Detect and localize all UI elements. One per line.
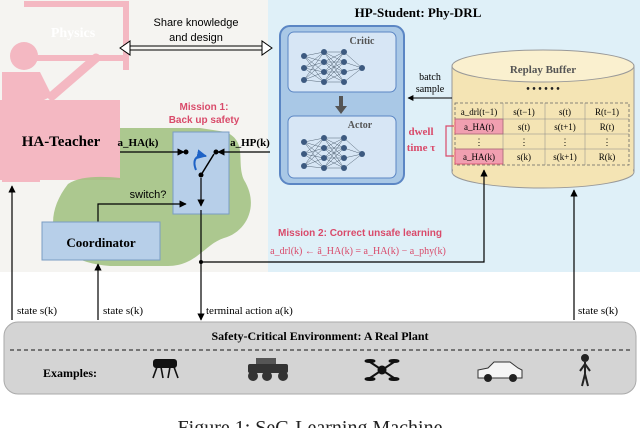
coordinator-box [41, 221, 161, 261]
dwell-label-line1: dwell [408, 126, 433, 138]
ground-vehicle-icon [248, 358, 288, 381]
buffer-cell: a_HA(k) [463, 152, 495, 162]
correction-arrow [201, 169, 488, 263]
mission2-formula: a_drl(k) ← â_HA(k) = a_HA(k) − a_phy(k) [270, 246, 446, 257]
physics-board-label: Physics [51, 26, 96, 41]
buffer-cell: ⋮ [603, 137, 612, 147]
buffer-cell: s(k) [517, 152, 531, 162]
buffer-cell: R(k) [599, 152, 616, 162]
coordinator-label: Coordinator [66, 235, 136, 250]
dwell-bracket [445, 125, 454, 157]
state-label: state s(k) [578, 305, 618, 317]
buffer-cell: ⋮ [561, 137, 570, 147]
buffer-cell: s(t) [518, 122, 530, 132]
figure-caption: Figure 1: SeC-Learning Machine [178, 417, 443, 428]
buffer-cell: ⋮ [520, 137, 529, 147]
examples-label: Examples: [43, 366, 97, 380]
share-label-line1: Share knowledge [153, 17, 238, 29]
buffer-table [454, 102, 630, 166]
dwell-label-line2: time τ [407, 142, 436, 154]
buffer-cell: ⋮ [475, 137, 484, 147]
environment-title: Safety-Critical Environment: A Real Plan… [211, 329, 428, 343]
replay-buffer-dots: • • • • • • [526, 84, 560, 95]
quadruped-robot-icon [152, 359, 179, 379]
buffer-cell: R(t−1) [595, 107, 619, 117]
batch-label-line1: batch [419, 72, 441, 83]
share-double-arrow [119, 40, 273, 56]
buffer-cell: R(t) [600, 122, 615, 132]
terminal-action-label: terminal action a(k) [206, 305, 293, 317]
state-label: state s(k) [103, 305, 143, 317]
car-icon [477, 361, 523, 382]
a-ha-label: a_HA(k) [118, 137, 159, 149]
buffer-cell: s(t−1) [513, 107, 535, 117]
ha-teacher-label: HA-Teacher [22, 134, 101, 150]
a-hp-label: a_HP(k) [230, 137, 270, 149]
share-label-line2: and design [169, 32, 223, 44]
buffer-cell: s(k+1) [553, 152, 577, 162]
switch-icon [183, 149, 219, 178]
batch-label-line2: sample [416, 84, 445, 95]
replay-buffer-title: Replay Buffer [510, 64, 576, 76]
student-title: HP-Student: Phy-DRL [355, 5, 482, 20]
buffer-cell: a_drl(t−1) [461, 107, 498, 117]
humanoid-robot-icon [579, 354, 591, 387]
state-label: state s(k) [17, 305, 57, 317]
actor-label: Actor [348, 120, 373, 131]
mission2-title: Mission 2: Correct unsafe learning [278, 228, 442, 239]
mission1-line2: Back up safety [169, 115, 240, 126]
switch-question-label: switch? [130, 189, 167, 201]
buffer-cell: s(t+1) [554, 122, 576, 132]
buffer-cell: s(t) [559, 107, 571, 117]
buffer-cells: a_drl(t−1) s(t−1) s(t) R(t−1) a_HA(t) s(… [461, 107, 619, 162]
quadrotor-drone-icon [364, 359, 400, 381]
critic-label: Critic [350, 36, 376, 47]
mission1-line1: Mission 1: [180, 102, 229, 113]
switch-signal-arrow [97, 200, 187, 226]
teacher-figure [0, 1, 129, 182]
buffer-cell: a_HA(t) [464, 122, 494, 132]
